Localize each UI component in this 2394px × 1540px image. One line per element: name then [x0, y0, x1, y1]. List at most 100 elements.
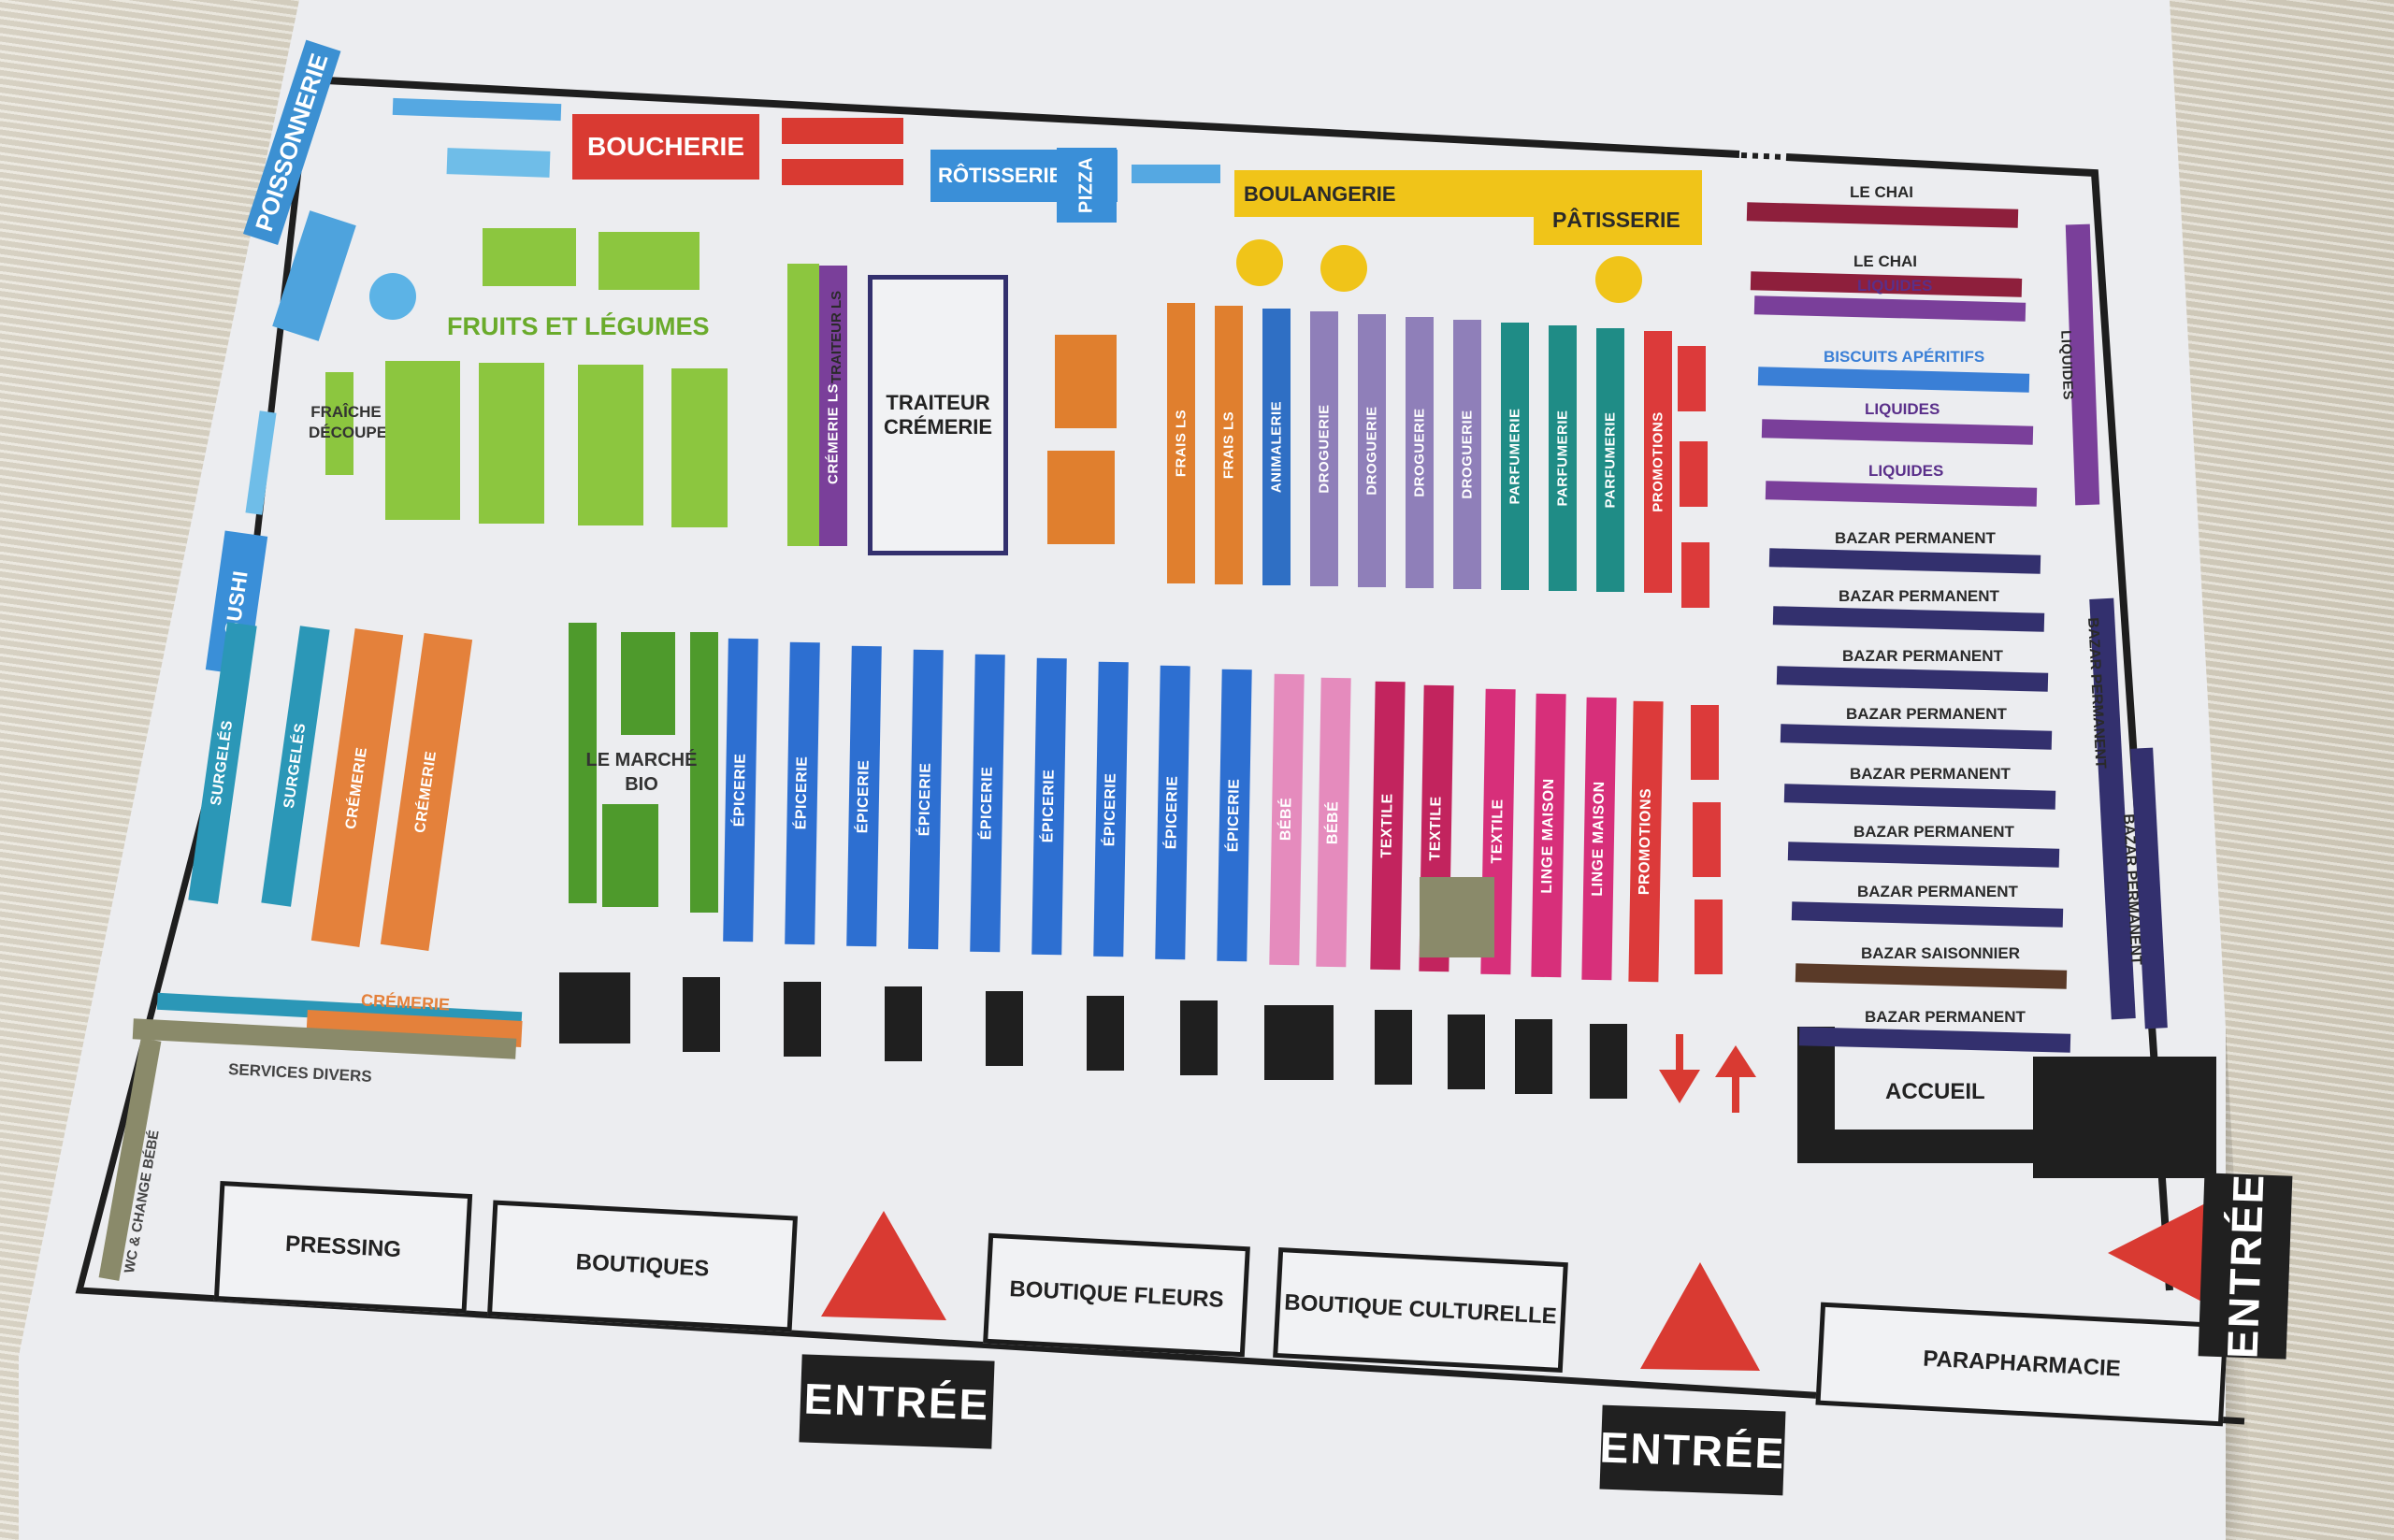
right-row-label: BAZAR PERMANENT [1839, 587, 1999, 605]
cremerie-ls-label: CRÉMERIE LS [825, 382, 842, 485]
checkout-lane-3 [784, 982, 821, 1057]
bottom-aisle-21: PROMOTIONS [1628, 700, 1664, 983]
top-aisle-2: FRAIS LS [1215, 306, 1243, 584]
top-aisle-label: ANIMALERIE [1268, 400, 1285, 494]
top-aisle-label: PARFUMERIE [1554, 410, 1571, 507]
checkout-lane-7 [1180, 1000, 1218, 1075]
checkout-lane-10 [1448, 1015, 1485, 1089]
bottom-aisle-6: ÉPICERIE [785, 641, 820, 944]
bottom-aisle-label: TEXTILE [1427, 796, 1445, 861]
boucherie-counter-3 [782, 159, 903, 185]
bottom-aisle-label: LINGE MAISON [1589, 780, 1608, 897]
top-aisle-11: PROMOTIONS [1644, 331, 1672, 593]
bio-label: BIO [625, 774, 658, 795]
traiteur-ls-label: TRAITEUR LS [829, 290, 844, 383]
boutique-fleurs-label: BOUTIQUE FLEURS [1008, 1276, 1225, 1313]
liquides-side-label: LIQUIDES [2057, 329, 2076, 401]
right-row-label: BAZAR PERMANENT [1846, 705, 2007, 723]
checkout-lane-1 [559, 972, 630, 1043]
bottom-aisle-label: ÉPICERIE [1163, 775, 1181, 850]
bottom-aisle-20: LINGE MAISON [1581, 697, 1617, 980]
boucherie-counter-2 [782, 118, 903, 144]
promo-block-5 [1693, 802, 1721, 877]
pressing-shop[interactable]: PRESSING [213, 1181, 473, 1314]
poissonnerie-display [446, 148, 551, 178]
patisserie-counter [1534, 198, 1702, 245]
entrance-triangle-icon-3 [2108, 1197, 2218, 1307]
top-aisle-label: FRAIS LS [1220, 410, 1237, 480]
checkout-lane-2 [683, 977, 720, 1052]
le-marche-label: LE MARCHÉ [585, 750, 698, 770]
right-row-label: BAZAR PERMANENT [1850, 765, 2011, 783]
fruits-aisle-3 [578, 365, 643, 525]
orange-display-2 [1047, 451, 1115, 544]
right-row-label: BAZAR PERMANENT [1865, 1008, 2026, 1026]
top-aisle-label: PARFUMERIE [1602, 411, 1619, 509]
checkout-lane-11 [1515, 1019, 1552, 1094]
entree-1[interactable]: ENTRÉE [799, 1354, 995, 1449]
bio-display-2 [602, 804, 658, 907]
checkout-lane-4 [885, 986, 922, 1061]
top-aisle-label: DROGUERIE [1316, 404, 1333, 494]
bakery-round-stand-2 [1320, 245, 1367, 292]
top-aisle-4: DROGUERIE [1310, 311, 1338, 586]
top-aisle-label: PROMOTIONS [1650, 411, 1666, 512]
up-arrow-icon [1715, 1045, 1756, 1113]
cremerie-ls-aisle: CRÉMERIE LS [819, 266, 847, 546]
top-aisle-3: ANIMALERIE [1262, 309, 1291, 585]
flow-arrows [1659, 1034, 1756, 1113]
poissonnerie-round-stand [369, 273, 416, 320]
top-aisle-1: FRAIS LS [1167, 303, 1195, 583]
pressing-label: PRESSING [284, 1231, 402, 1263]
textile-display-block [1420, 877, 1494, 957]
bottom-aisle-label: TEXTILE [1378, 792, 1396, 858]
bottom-aisle-19: LINGE MAISON [1531, 693, 1566, 978]
right-row-label: LIQUIDES [1868, 462, 1944, 480]
bottom-aisle-label: PROMOTIONS [1637, 787, 1654, 896]
bottom-aisle-label: CRÉMERIE [411, 749, 440, 834]
checkout-lane-8 [1264, 1005, 1334, 1080]
boutique-culturelle-shop[interactable]: BOUTIQUE CULTURELLE [1273, 1246, 1568, 1374]
top-aisle-label: DROGUERIE [1363, 406, 1380, 496]
boutique-fleurs-shop[interactable]: BOUTIQUE FLEURS [983, 1232, 1250, 1358]
boucherie-label: BOUCHERIE [586, 132, 744, 161]
top-aisle-8: PARFUMERIE [1501, 323, 1529, 590]
top-aisle-label: DROGUERIE [1411, 408, 1428, 497]
bottom-aisle-label: ÉPICERIE [978, 766, 996, 841]
top-aisle-9: PARFUMERIE [1549, 325, 1577, 591]
bottom-aisle-label: ÉPICERIE [1040, 769, 1058, 843]
pizza-label: PIZZA [1075, 156, 1097, 214]
traiteur-cremerie-label-1: TRAITEUR [886, 391, 990, 414]
promo-block-2 [1680, 441, 1708, 507]
parapharmacie-label: PARAPHARMACIE [1922, 1346, 2122, 1382]
checkout-lane-9 [1375, 1010, 1412, 1085]
rotisserie-side-counter [1132, 165, 1220, 183]
entrance-triangle-icon-1 [821, 1211, 946, 1320]
bottom-aisle-label: SURGELÉS [208, 719, 237, 807]
entree-3[interactable]: ENTRÉE [2198, 1173, 2293, 1360]
bio-display-1 [621, 632, 675, 735]
bottom-aisle-label: LINGE MAISON [1538, 777, 1558, 894]
entree-2[interactable]: ENTRÉE [1599, 1404, 1786, 1496]
bottom-aisle-label: ÉPICERIE [1102, 772, 1119, 846]
right-row-label: BAZAR PERMANENT [1835, 529, 1996, 547]
bio-aisle-2 [690, 632, 718, 913]
traiteur-cremerie-label-2: CRÉMERIE [883, 415, 993, 439]
bottom-aisle-label: SURGELÉS [281, 722, 310, 810]
bottom-aisle-7: ÉPICERIE [846, 645, 882, 947]
fruits-et-legumes-label: FRUITS ET LÉGUMES [447, 312, 710, 340]
parapharmacie-shop[interactable]: PARAPHARMACIE [1815, 1302, 2228, 1427]
bottom-aisle-label: TEXTILE [1489, 799, 1507, 865]
checkout-lane-6 [1087, 996, 1124, 1071]
fruits-display-1 [483, 228, 576, 286]
accueil-label: ACCUEIL [1885, 1079, 1985, 1104]
boutiques-shop[interactable]: BOUTIQUES [486, 1200, 799, 1332]
bottom-aisle-15: BÉBÉ [1316, 677, 1351, 968]
bottom-aisle-5: ÉPICERIE [723, 638, 758, 943]
bottom-aisle-label: ÉPICERIE [916, 762, 934, 837]
right-row-label: BAZAR PERMANENT [1857, 883, 2018, 900]
top-aisle-label: DROGUERIE [1459, 410, 1476, 499]
checkout-lane-5 [986, 991, 1023, 1066]
bottom-aisle-label: BÉBÉ [1324, 800, 1342, 844]
